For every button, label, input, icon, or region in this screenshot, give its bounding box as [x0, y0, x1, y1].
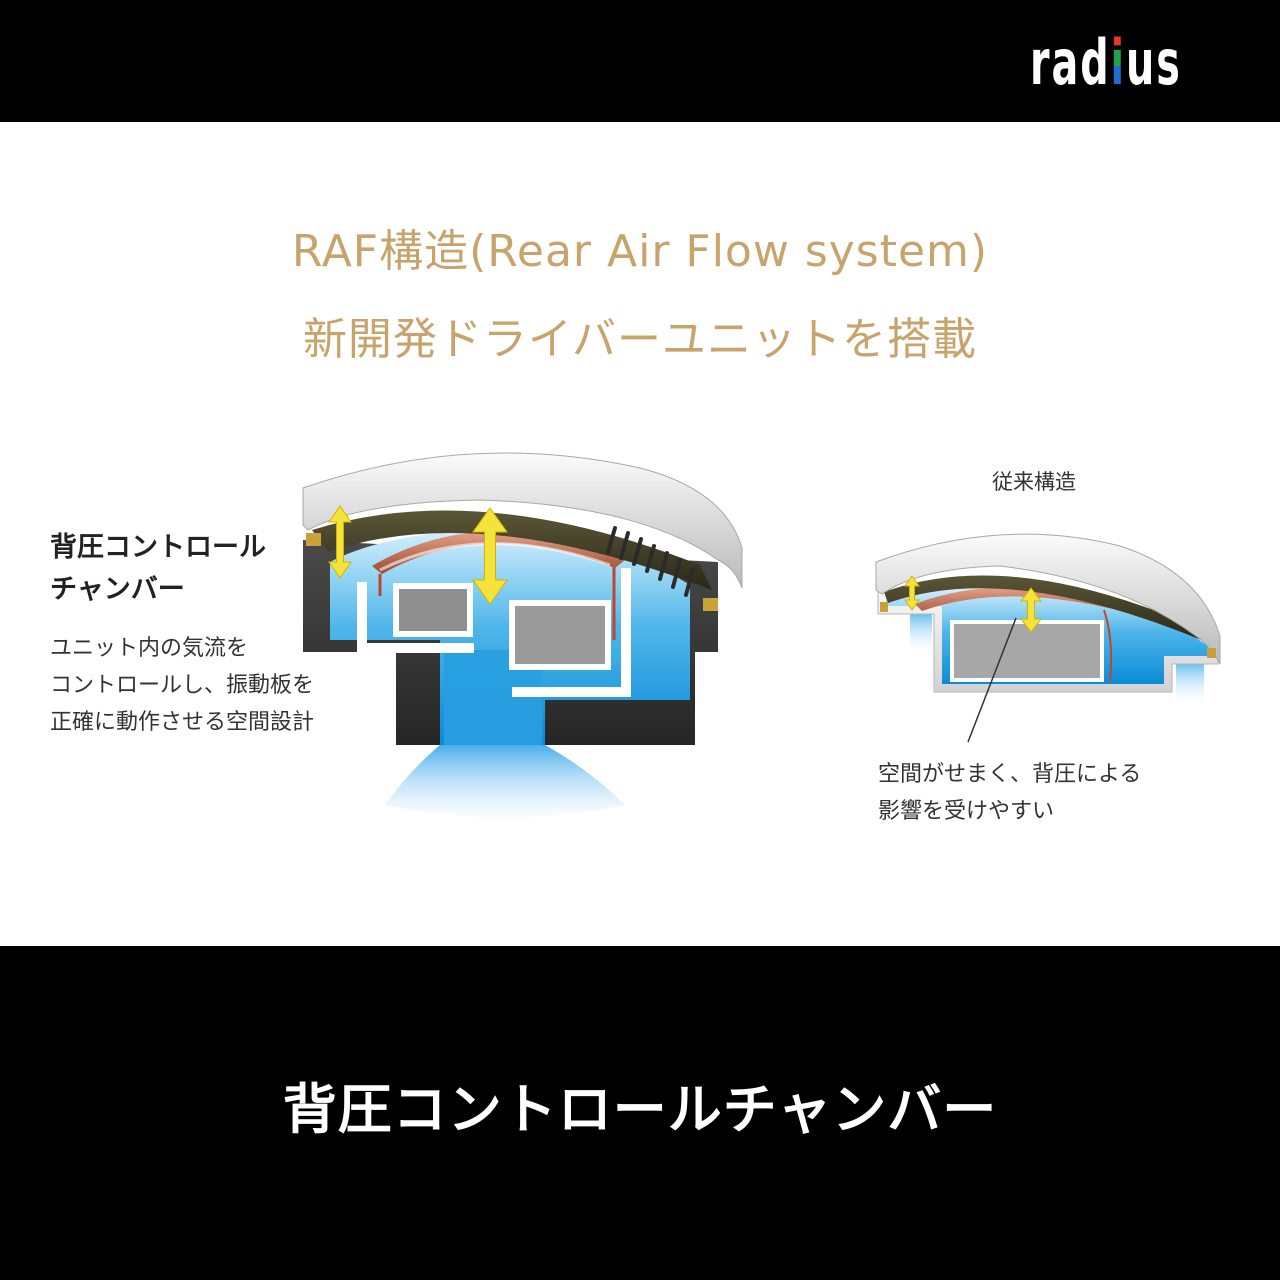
gold-spacer-left	[306, 533, 321, 546]
gold-spacer-left	[880, 602, 888, 612]
radius-logo: radius	[1030, 32, 1182, 94]
inner-wall-right	[512, 568, 631, 697]
gold-spacer-right	[1207, 648, 1216, 658]
conventional-note-line1: 空間がせまく、背圧による	[878, 762, 1142, 787]
logo-letter: r	[1030, 26, 1052, 99]
airflow-glow-right	[1176, 664, 1204, 704]
surround	[884, 575, 1206, 642]
raf-description-line2: コントロールし、振動板を	[50, 673, 315, 698]
logo-letter: s	[1156, 26, 1182, 99]
conventional-driver-illustration	[875, 533, 1221, 743]
inner-wall-left	[357, 582, 474, 653]
magnet-block-left	[393, 583, 473, 637]
pressure-arrow-large	[1019, 587, 1043, 633]
airflow-glow-left	[910, 614, 932, 654]
logo-letter: u	[1126, 26, 1157, 99]
raf-description-line1: ユニット内の気流を	[50, 636, 249, 661]
pressure-arrow-small	[904, 575, 920, 611]
airflow-glow	[385, 745, 625, 818]
raf-description-line3: 正確に動作させる空間設計	[50, 710, 315, 735]
pressure-arrow-small	[328, 505, 352, 579]
bottom-banner	[0, 946, 1280, 1280]
logo-letter-i: i	[1110, 26, 1127, 99]
gold-spacer-right	[703, 598, 718, 611]
raf-label-title-line1: 背圧コントロール	[50, 532, 266, 563]
magnet-block-right	[509, 600, 611, 670]
surround	[312, 510, 712, 590]
pressure-arrow-large	[472, 507, 508, 605]
headline-driver-unit: 新開発ドライバーユニットを搭載	[302, 314, 978, 365]
conventional-structure-title: 従来構造	[992, 470, 1076, 494]
raf-driver-illustration	[302, 452, 743, 818]
callout-leader-line	[967, 617, 1017, 743]
driver-lid	[302, 452, 743, 589]
voice-coil	[1103, 609, 1113, 683]
footer-caption: 背圧コントロールチャンバー	[282, 1078, 998, 1141]
grille-fins	[606, 526, 695, 597]
voice-coil	[378, 566, 616, 640]
logo-letter: a	[1051, 26, 1081, 99]
conventional-note-line2: 影響を受けやすい	[878, 799, 1055, 824]
headline-raf-structure: RAF構造(Rear Air Flow system)	[291, 226, 989, 277]
magnet-block	[950, 620, 1104, 682]
top-banner	[0, 0, 1280, 122]
raf-label-title-line2: チャンバー	[50, 574, 185, 605]
diaphragm	[915, 586, 1160, 620]
logo-letter: d	[1080, 26, 1111, 99]
